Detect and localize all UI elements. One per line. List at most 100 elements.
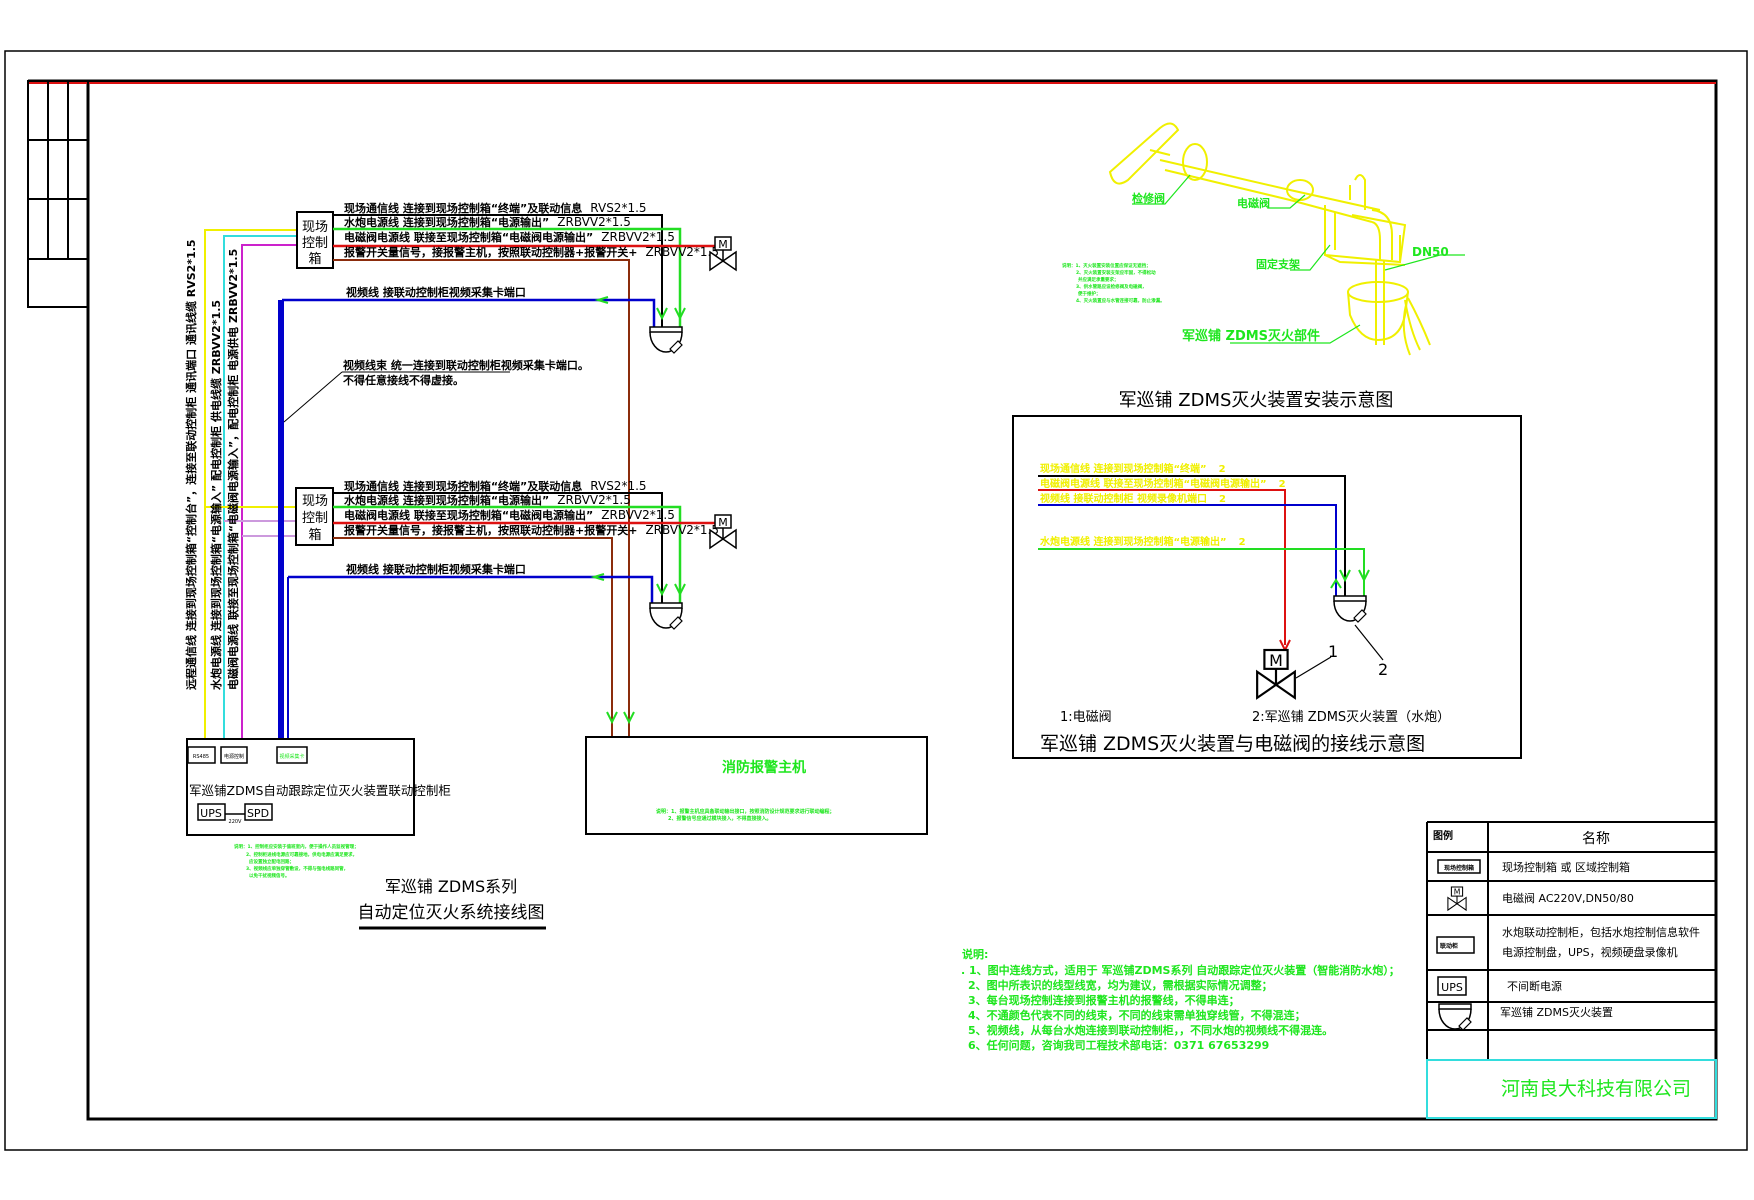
field-box-label: 现场 <box>302 220 328 235</box>
legend-symbol-text: UPS <box>1441 981 1463 994</box>
wiring-line-label: 视频线 接联动控制柜 视频录像机端口 <box>1040 492 1207 505</box>
cabinet-notes: 说明：1、控制柜应安装于值班室内，便于操作人员监视管理； 2、控制柜进线电源应可… <box>234 843 359 879</box>
video-bundle-note: 不得任意接线不得虚接。 <box>343 373 464 387</box>
drawing-frame <box>4 50 1748 1151</box>
system-wiring-diagram: 远程通信线 连接到现场控制箱“控制台”，连接至联动控制柜 通讯端口 通讯线缆 R… <box>184 201 928 930</box>
field-box-label: 现场 <box>302 494 328 509</box>
general-notes: 说明: . 1、图中连线方式，适用于 军巡铺ZDMS系列 自动跟踪定位灭火装置（… <box>961 947 1400 1052</box>
port-label: 电源控制 <box>224 753 244 760</box>
line-spec: ZRBVV2*1.5 <box>645 245 719 259</box>
spd-label: SPD <box>247 807 269 820</box>
cabinet-title: 军巡铺ZDMS自动跟踪定位灭火装置联动控制柜 <box>189 783 451 798</box>
notes-heading: 说明: <box>962 947 988 961</box>
wiring-line-num: 2 <box>1219 464 1226 475</box>
install-diagram: 检修阀 电磁阀 固定支架 DN50 军巡铺 ZDMS灭火部件 说明：1、灭火装置… <box>1062 122 1465 411</box>
line-label-row: 电磁阀电源线 联接至现场控制箱“电磁阀电源输出” ZRBVV2*1.5 <box>344 508 675 522</box>
line-spec: RVS2*1.5 <box>590 479 646 493</box>
line-label-row: 现场通信线 连接到现场控制箱“终端”及联动信息 RVS2*1.5 <box>344 479 647 493</box>
wiring-line-label-row: 视频线 接联动控制柜 视频录像机端口 2 <box>1040 492 1226 505</box>
note-item: 6、任何问题，咨询我司工程技术部电话：0371 67653299 <box>968 1038 1269 1052</box>
line-label: 水炮电源线 连接到现场控制箱“电源输出” <box>344 215 549 229</box>
fire-cannon-icon <box>649 326 683 354</box>
video-line <box>282 298 656 327</box>
note-item: 3、每台现场控制连接到报警主机的报警线，不得串连； <box>968 993 1240 1007</box>
line-label-row: 水炮电源线 连接到现场控制箱“电源输出” ZRBVV2*1.5 <box>344 493 631 507</box>
field-control-box-2[interactable]: 现场 控制 箱 <box>295 487 334 546</box>
video-bundle-note: 视频线束 统一连接到联动控制柜视频采集卡端口。 <box>343 358 589 372</box>
install-drawing <box>1108 122 1431 356</box>
alarm-host-note: 说明：1、报警主机应具备联动输出接口，按照消防设计规范要求进行联动编程； <box>656 808 834 815</box>
line-spec: ZRBVV2*1.5 <box>557 215 631 229</box>
callout-2: 2 <box>1378 660 1388 679</box>
field-box-label: 控制 <box>302 236 328 251</box>
svg-text:3、视频线应单独穿管敷设，不得与强电线路同管，: 3、视频线应单独穿管敷设，不得与强电线路同管， <box>246 865 348 872</box>
line-spec: ZRBVV2*1.5 <box>601 508 675 522</box>
line-label: 报警开关量信号，接报警主机，按照联动控制器+报警开关+ <box>344 245 637 259</box>
field-box-label: 控制 <box>302 511 328 526</box>
maintenance-valve-label: 检修阀 <box>1132 191 1165 205</box>
field-control-box-1[interactable]: 现场 控制 箱 <box>296 211 334 269</box>
port-label: 视频采集卡 <box>279 753 304 760</box>
note-item: 5、视频线，从每台水炮连接到联动控制柜，，不同水炮的视频线不得混连。 <box>968 1023 1333 1037</box>
legend-row-name: 现场控制箱 或 区域控制箱 <box>1502 860 1630 874</box>
legend-row-name: 水炮联动控制柜，包括水炮控制信息软件 <box>1502 925 1700 939</box>
legend-row-name: 电磁阀 AC220V,DN50/80 <box>1502 891 1634 905</box>
vertical-label-cannon-power: 水炮电源线 连接到现场控制箱“电源输入” 配电控制柜 供电线缆 ZRBVV2*1… <box>209 300 223 690</box>
bracket-label: 固定支架 <box>1256 257 1300 271</box>
port-video-card <box>276 746 308 764</box>
wiring-line-num: 2 <box>1219 494 1226 505</box>
svg-text:2、控制柜进线电源应可靠接地，供电电源应满足要求，: 2、控制柜进线电源应可靠接地，供电电源应满足要求， <box>246 851 357 858</box>
vertical-label-valve-power: 电磁阀电源线 联接至现场控制箱“电磁阀电源输入”，配电控制柜 电源供电 ZRBV… <box>226 249 240 690</box>
callout-1: 1 <box>1328 642 1338 661</box>
legend-row-name: 军巡铺 ZDMS灭火装置 <box>1500 1006 1613 1019</box>
svg-text:3、供水管路应设检修阀及电磁阀，: 3、供水管路应设检修阀及电磁阀， <box>1076 283 1147 290</box>
svg-text:说明：1、灭火装置安装位置应保证无遮挡；: 说明：1、灭火装置安装位置应保证无遮挡； <box>1062 262 1151 269</box>
note-item: 2、图中所表识的线型线宽，均为建议，需根据实际情况调整； <box>968 978 1273 992</box>
fire-cannon-icon <box>1333 595 1367 623</box>
ups-symbol-icon <box>1437 976 1467 996</box>
solenoid-valve-icon <box>1256 648 1296 699</box>
pipe-size-label: DN50 <box>1412 245 1449 259</box>
wiring-line-label-row: 现场通信线 连接到现场控制箱“终端” 2 <box>1040 462 1226 475</box>
note-item: 4、不通颜色代表不同的线束，不同的线束需单独穿线管，不得混连； <box>968 1008 1306 1022</box>
svg-text:说明：1、控制柜应安装于值班室内，便于操作人员监视管理；: 说明：1、控制柜应安装于值班室内，便于操作人员监视管理； <box>234 843 359 850</box>
legend-header-symbol: 图例 <box>1433 829 1453 842</box>
wiring-line-label: 现场通信线 连接到现场控制箱“终端” <box>1040 462 1207 475</box>
legend-row-name: 不间断电源 <box>1507 979 1562 993</box>
port-power <box>220 746 248 764</box>
system-title-line1: 军巡铺 ZDMS系列 <box>385 877 517 896</box>
fire-cannon-icon <box>649 602 683 630</box>
caption-1: 1:电磁阀 <box>1060 710 1112 725</box>
line-label: 现场通信线 连接到现场控制箱“终端”及联动信息 <box>344 479 582 493</box>
port-rs485 <box>187 746 216 764</box>
line-label: 电磁阀电源线 联接至现场控制箱“电磁阀电源输出” <box>344 508 593 522</box>
solenoid-valve-symbol-icon <box>1447 886 1467 911</box>
legend-header-name: 名称 <box>1582 831 1610 847</box>
line-spec: ZRBVV2*1.5 <box>557 493 631 507</box>
video-line <box>288 575 654 603</box>
revision-strip <box>27 80 89 308</box>
ups-label: UPS <box>200 807 222 820</box>
wiring-line-num: 2 <box>1279 479 1286 490</box>
system-title-line2: 自动定位灭火系统接线图 <box>358 903 545 923</box>
wiring-title: 军巡铺 ZDMS灭火装置与电磁阀的接线示意图 <box>1040 733 1425 755</box>
linkage-control-cabinet[interactable]: RS485 电源控制 视频采集卡 军巡铺ZDMS自动跟踪定位灭火装置联动控制柜 … <box>186 738 451 836</box>
fire-alarm-host[interactable]: 消防报警主机 说明：1、报警主机应具备联动输出接口，按照消防设计规范要求进行联动… <box>585 736 928 835</box>
line-label: 电磁阀电源线 联接至现场控制箱“电磁阀电源输出” <box>344 230 593 244</box>
wiring-line-label-row: 水炮电源线 连接到现场控制箱“电源输出”2 <box>1039 535 1246 548</box>
cabinet-symbol-icon <box>1436 936 1475 954</box>
cannon-power-line <box>333 227 682 327</box>
nozzle-symbol-icon <box>1438 1003 1472 1031</box>
comm-line <box>333 214 663 327</box>
field-box-label: 箱 <box>308 251 321 267</box>
legend-table: 图例 名称 现场控制箱 现场控制箱 或 区域控制箱 电磁阀 AC220V,DN5… <box>1426 821 1717 1119</box>
line-label-row: 水炮电源线 连接到现场控制箱“电源输出” ZRBVV2*1.5 <box>344 215 631 229</box>
line-label-row: 电磁阀电源线 联接至现场控制箱“电磁阀电源输出”ZRBVV2*1.5 <box>344 230 675 244</box>
line-label: 水炮电源线 连接到现场控制箱“电源输出” <box>344 493 549 507</box>
wiring-line-label-row: 电磁阀电源线 联接至现场控制箱“电磁阀电源输出”2 <box>1040 477 1286 490</box>
svg-text:应设置独立配电回路；: 应设置独立配电回路； <box>249 858 294 865</box>
line-label: 现场通信线 连接到现场控制箱“终端”及联动信息 <box>344 201 582 215</box>
svg-text:便于维护；: 便于维护； <box>1078 290 1101 297</box>
